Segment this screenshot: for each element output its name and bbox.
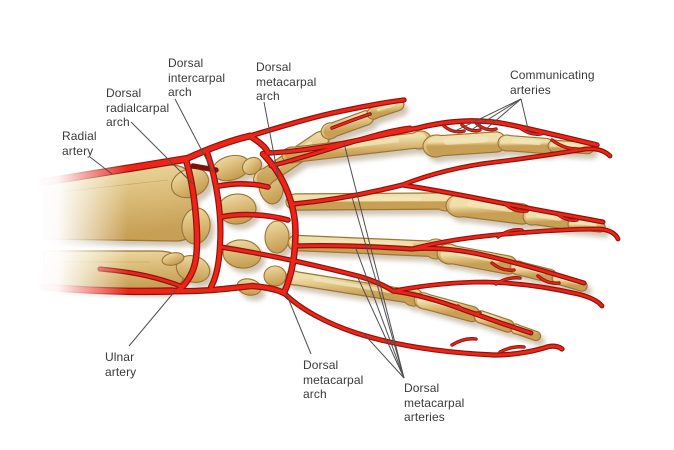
carpal-bone <box>264 220 290 254</box>
radial-carpal-rise <box>183 133 253 162</box>
leader-line-dorsal-metacarpal-arteries <box>354 245 405 379</box>
leader-line-dorsal-metacarpal-arteries <box>351 196 405 379</box>
dorsal-metacarpal-artery-3 <box>294 244 414 251</box>
leader-line-dorsal-radialcarpal-arch <box>130 121 194 185</box>
leader-line-communicating-arteries <box>452 98 522 133</box>
arch-junction <box>248 134 270 155</box>
communicating-artery-2 <box>461 124 481 132</box>
leader-line-communicating-arteries <box>485 98 522 130</box>
left-fade-overlay <box>28 140 128 325</box>
thumb-dorsal-artery <box>248 98 406 138</box>
leader-line-dorsal-metacarpal-arteries <box>343 142 405 379</box>
communicating-artery-4 <box>519 127 542 136</box>
pinky-branch-2 <box>451 337 477 346</box>
communicating-artery-1 <box>443 125 465 133</box>
bones-layer <box>43 98 606 342</box>
carpal-connector-2 <box>219 213 290 222</box>
annotations-layer <box>89 98 530 379</box>
middle-branch-1 <box>504 203 528 213</box>
index-middle-phalanx <box>497 134 555 155</box>
middle-branch-2 <box>555 212 578 222</box>
leader-line-dorsal-metacarpal-arteries <box>357 277 405 379</box>
carpal-bone <box>263 265 287 287</box>
dorsal-metacarpal-artery-4 <box>219 245 395 293</box>
dorsal-metacarpal-artery-2 <box>291 183 404 206</box>
pinky-metacarpal <box>285 270 424 307</box>
ring-branch-3 <box>495 276 521 285</box>
middle-proximal-phalanx <box>445 194 533 225</box>
carpal-connector-1 <box>217 182 270 189</box>
thumb-branch <box>331 113 371 129</box>
carpal-bottom-rail <box>170 283 286 295</box>
middle-radial-digital <box>400 183 605 224</box>
dorsal-metacarpal-artery-1 <box>266 119 599 155</box>
thumb-proximal-phalanx <box>320 110 375 140</box>
edge-fade <box>28 140 128 325</box>
index-proximal-phalanx <box>422 131 507 158</box>
ring-ulnar-digital <box>391 280 604 308</box>
ring-branch-1 <box>491 262 515 272</box>
leader-line-ulnar-artery <box>128 290 176 347</box>
dorsal-radialcarpal-arch <box>176 157 200 293</box>
dorsal-intercarpal-arch <box>205 150 223 289</box>
leader-line-radial-artery <box>89 156 113 175</box>
middle-ulnar-digital <box>410 227 620 251</box>
index-distal-branch <box>551 139 578 150</box>
leader-line-communicating-arteries <box>470 98 522 131</box>
leader-line-dorsal-intercarpal-arch <box>174 98 214 173</box>
leader-line-dorsal-metacarpal-arch-bottom <box>285 292 312 355</box>
index-ulnar-digital <box>400 147 612 187</box>
pinky-branch-1 <box>457 305 481 315</box>
carpal-bone <box>161 252 185 266</box>
leader-line-dorsal-metacarpal-arteries <box>362 332 405 379</box>
pinky-ulnar-digital <box>282 291 564 357</box>
ring-radial-digital <box>410 247 586 285</box>
leader-line-communicating-arteries <box>520 98 530 134</box>
ring-branch-2 <box>537 275 560 285</box>
thumb-web-artery <box>269 126 412 168</box>
pinky-branch-3 <box>499 345 525 353</box>
leader-line-dorsal-metacarpal-arch-top <box>263 101 280 182</box>
middle-branch-3 <box>497 228 523 238</box>
